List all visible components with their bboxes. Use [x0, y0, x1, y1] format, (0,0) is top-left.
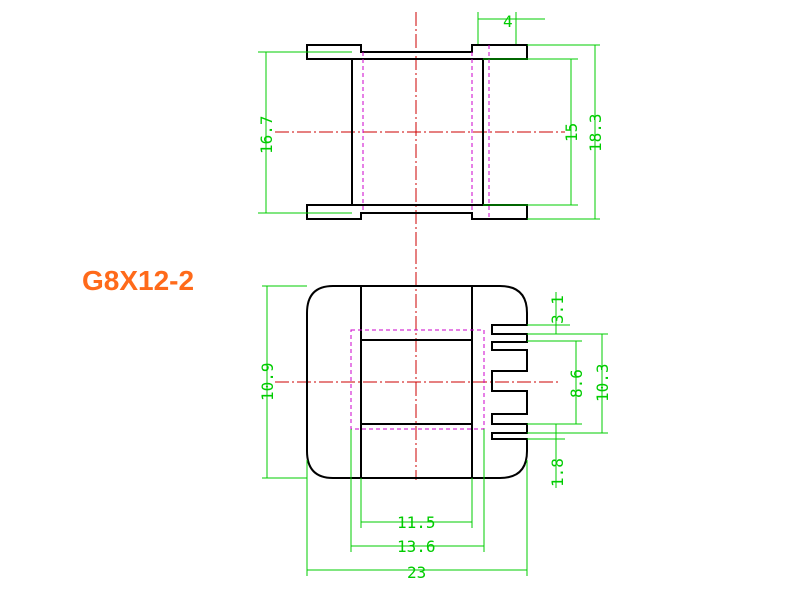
dim-bottom-inner-width: 11.5 — [397, 513, 436, 532]
dim-slot-gap: 3.1 — [548, 295, 567, 324]
hidden-core-outline — [350, 329, 485, 430]
dim-bottom-inner-height: 8.6 — [567, 369, 586, 398]
dim-slot-height: 15 — [562, 123, 581, 142]
top-view: 4 16.7 15 18.3 — [257, 12, 605, 250]
dim-inner-height: 16.7 — [257, 115, 276, 154]
part-title: G8X12-2 — [82, 265, 194, 296]
top-flange — [306, 44, 528, 60]
dim-bottom-overall-height: 10.9 — [258, 362, 277, 401]
dim-overall-height: 18.3 — [586, 113, 605, 152]
dim-flange-thickness: 4 — [503, 12, 513, 31]
bobbin-outline — [306, 285, 528, 479]
dim-bottom-offset: 1.8 — [548, 458, 567, 487]
dim-bottom-outer-height: 10.3 — [593, 363, 612, 402]
bottom-view: 10.9 3.1 8.6 10.3 1.8 11.5 13.6 — [258, 250, 612, 582]
bottom-flange — [306, 204, 528, 220]
dim-bottom-overall-width: 23 — [407, 563, 426, 582]
dim-hidden-width: 13.6 — [397, 537, 436, 556]
